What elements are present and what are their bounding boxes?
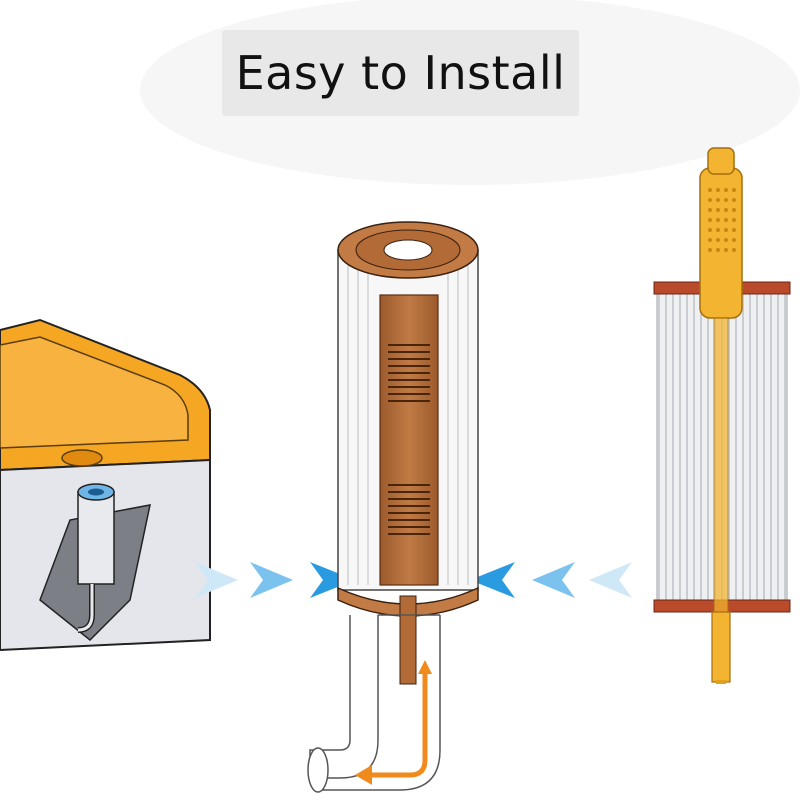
chevron-arrow-icon — [250, 562, 293, 598]
chevron-arrow-icon — [532, 562, 575, 598]
chevron-arrow-icon — [310, 562, 355, 598]
chevron-arrow-icons — [195, 562, 632, 598]
page-title: Easy to Install — [235, 46, 566, 100]
chevron-arrow-icon — [195, 562, 238, 598]
chevron-arrow-icon — [470, 562, 515, 598]
filter-cutaway-illustration — [307, 221, 479, 793]
hot-tub-illustration — [0, 318, 211, 652]
title-banner: Easy to Install — [222, 30, 579, 116]
mineral-stick-illustration — [653, 147, 791, 684]
chevron-arrow-icon — [589, 562, 632, 598]
